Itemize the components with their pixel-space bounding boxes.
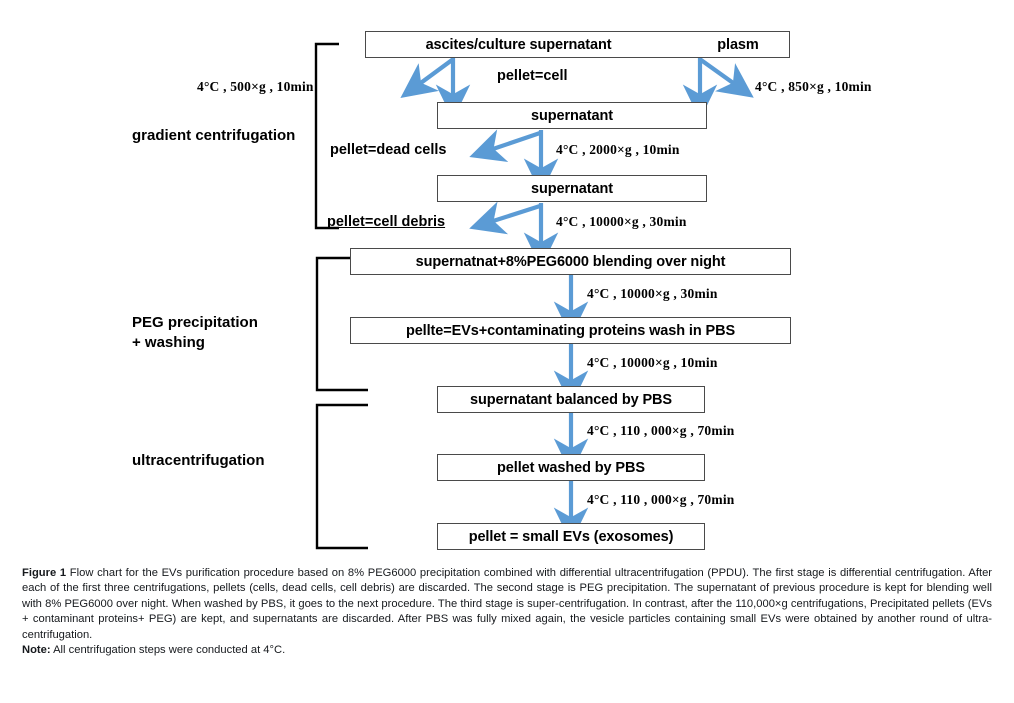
stage-bracket-gradient <box>314 42 339 230</box>
figure-caption: Figure 1 Flow chart for the EVs purifica… <box>22 566 992 658</box>
box-final-evs: pellet = small EVs (exosomes) <box>437 523 705 550</box>
box-supernatant-2: supernatant <box>437 175 707 202</box>
box-pellet-washed: pellet washed by PBS <box>437 454 705 481</box>
box-peg-wash: pellte=EVs+contaminating proteins wash i… <box>350 317 791 344</box>
condition-2000g: 4°C , 2000×g , 10min <box>556 142 680 157</box>
caption-body: Flow chart for the EVs purification proc… <box>22 567 993 641</box>
box-source-label-right: plasm <box>717 36 759 53</box>
box-supernatant-1: supernatant <box>437 102 707 129</box>
condition-500g: 4°C , 500×g , 10min <box>197 79 314 94</box>
note-label: Note: <box>22 644 51 657</box>
condition-110000g-2: 4°C , 110 , 000×g , 70min <box>587 492 735 507</box>
box-supernatant-balanced: supernatant balanced by PBS <box>437 386 705 413</box>
figure-note: Note: All centrifugation steps were cond… <box>22 643 992 658</box>
box-source-label-left: ascites/culture supernatant <box>425 36 612 53</box>
pellet-cell-label: pellet=cell <box>497 68 568 84</box>
note-body: All centrifugation steps were conducted … <box>53 644 286 657</box>
arrow-2000g-left <box>469 129 541 162</box>
caption-label: Figure 1 <box>22 567 67 579</box>
box-source: ascites/culture supernatant plasm <box>365 31 790 58</box>
arrow-500g-left <box>400 58 454 98</box>
pellet-dead-cells-label: pellet=dead cells <box>330 142 447 158</box>
arrow-850g-right <box>699 58 754 98</box>
stage-bracket-ultra <box>315 403 368 550</box>
stage-label-ultra: ultracentrifugation <box>132 452 265 469</box>
box-peg-blending: supernatnat+8%PEG6000 blending over nigh… <box>350 248 791 275</box>
figure-flowchart: gradient centrifugation PEG precipitatio… <box>132 31 872 550</box>
stage-label-peg: PEG precipitation + washing <box>132 314 258 352</box>
stage-label-gradient: gradient centrifugation <box>132 127 296 144</box>
condition-10000g-10: 4°C , 10000×g , 10min <box>587 355 718 370</box>
condition-850g: 4°C , 850×g , 10min <box>755 79 872 94</box>
condition-110000g-1: 4°C , 110 , 000×g , 70min <box>587 423 735 438</box>
pellet-cell-debris-label: pellet=cell debris <box>327 214 446 230</box>
condition-10000g-30: 4°C , 10000×g , 30min <box>556 214 687 229</box>
condition-10000g-30b: 4°C , 10000×g , 30min <box>587 286 718 301</box>
arrow-10000g-left <box>469 201 541 235</box>
